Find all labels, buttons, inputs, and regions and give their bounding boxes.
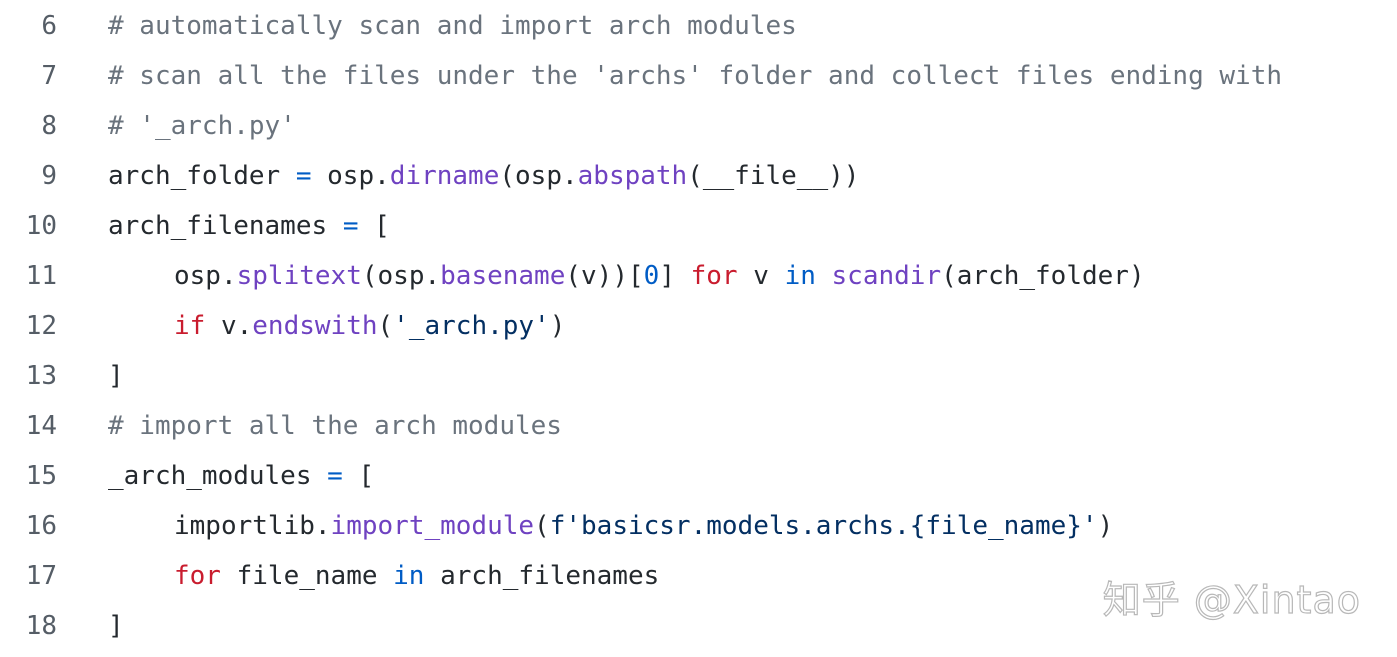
code-line: 6 # automatically scan and import arch mo… bbox=[0, 1, 1397, 51]
code-token: ] bbox=[108, 611, 124, 641]
code-token: # scan all the files under the 'archs' f… bbox=[108, 61, 1282, 91]
line-number: 12 bbox=[25, 311, 57, 341]
line-code: # import all the arch modules bbox=[108, 401, 562, 451]
line-number: 16 bbox=[25, 511, 57, 541]
line-code: # '_arch.py' bbox=[108, 101, 296, 151]
code-line: 10 arch_filenames = [ bbox=[0, 201, 1397, 251]
code-token: ] bbox=[659, 261, 691, 291]
code-token: = bbox=[342, 211, 359, 241]
code-token: ) bbox=[1097, 511, 1114, 541]
code-token: _arch_modules bbox=[108, 461, 328, 491]
code-token bbox=[816, 261, 832, 291]
line-code: _arch_modules = [ bbox=[108, 451, 374, 501]
line-number: 6 bbox=[41, 11, 57, 41]
code-token: # '_arch.py' bbox=[108, 111, 296, 141]
line-code: if v.endswith('_arch.py') bbox=[174, 301, 565, 351]
code-line: 18] bbox=[0, 601, 1397, 651]
line-number: 8 bbox=[41, 111, 57, 141]
line-code: osp.splitext(osp.basename(v))[0] for v i… bbox=[174, 251, 1145, 301]
code-token: for bbox=[690, 261, 738, 291]
code-token: (__file__)) bbox=[687, 161, 860, 191]
line-code: # automatically scan and import arch mod… bbox=[108, 1, 797, 51]
line-code: # scan all the files under the 'archs' f… bbox=[108, 51, 1282, 101]
code-token: dirname bbox=[389, 161, 500, 191]
code-token: file_name bbox=[220, 561, 394, 591]
code-line: 8 # '_arch.py' bbox=[0, 101, 1397, 151]
code-line: 11 osp.splitext(osp.basename(v))[0] for v… bbox=[0, 251, 1397, 301]
code-token: = bbox=[327, 461, 343, 491]
line-number: 13 bbox=[25, 361, 57, 391]
code-token: # import all the arch modules bbox=[108, 411, 562, 441]
code-line: 15 _arch_modules = [ bbox=[0, 451, 1397, 501]
line-code: arch_filenames = [ bbox=[108, 201, 390, 251]
line-code: arch_folder = osp.dirname(osp.abspath(__… bbox=[108, 151, 859, 201]
watermark: 知乎 @Xintao bbox=[1102, 577, 1361, 622]
line-code: for file_name in arch_filenames bbox=[174, 551, 659, 601]
code-line: 12 if v.endswith('_arch.py') bbox=[0, 301, 1397, 351]
code-token: ] bbox=[108, 361, 124, 391]
line-number: 14 bbox=[25, 411, 57, 441]
code-token: (v))[ bbox=[565, 261, 644, 291]
code-token: f'basicsr.models.archs.{file_name}' bbox=[549, 511, 1098, 541]
code-token: arch_folder bbox=[108, 161, 296, 191]
code-token: arch_filenames bbox=[424, 561, 660, 591]
code-token: scandir bbox=[831, 261, 942, 291]
code-token: v. bbox=[205, 311, 253, 341]
code-token: import_module bbox=[330, 511, 535, 541]
line-number: 7 bbox=[41, 61, 57, 91]
code-token: [ bbox=[358, 211, 390, 241]
code-token: ( bbox=[534, 511, 550, 541]
code-line: 16 importlib.import_module(f'basicsr.mode… bbox=[0, 501, 1397, 551]
code-line: 13] bbox=[0, 351, 1397, 401]
line-number: 9 bbox=[41, 161, 57, 191]
code-token: ( bbox=[377, 311, 394, 341]
code-token: osp. bbox=[311, 161, 390, 191]
code-token: 0 bbox=[643, 261, 660, 291]
code-line: 17 for file_name in arch_filenames bbox=[0, 551, 1397, 601]
code-token: importlib. bbox=[174, 511, 331, 541]
code-token: # automatically scan and import arch mod… bbox=[108, 11, 797, 41]
code-token: abspath bbox=[577, 161, 688, 191]
code-token: v bbox=[737, 261, 785, 291]
code-line: 14 # import all the arch modules bbox=[0, 401, 1397, 451]
line-number: 18 bbox=[25, 611, 57, 641]
code-line: 7 # scan all the files under the 'archs' … bbox=[0, 51, 1397, 101]
code-token: arch_filenames bbox=[108, 211, 343, 241]
line-code: ] bbox=[108, 601, 124, 651]
line-code: ] bbox=[108, 351, 124, 401]
line-number: 17 bbox=[25, 561, 57, 591]
code-token: = bbox=[295, 161, 312, 191]
code-token: osp. bbox=[174, 261, 237, 291]
line-number: 11 bbox=[25, 261, 57, 291]
code-token: in bbox=[784, 261, 816, 291]
code-token: ) bbox=[549, 311, 566, 341]
code-token: basename bbox=[440, 261, 566, 291]
code-token: (arch_folder) bbox=[941, 261, 1145, 291]
code-line: 9 arch_folder = osp.dirname(osp.abspath(_… bbox=[0, 151, 1397, 201]
code-token: endswith bbox=[252, 311, 378, 341]
code-token: splitext bbox=[236, 261, 362, 291]
code-token: [ bbox=[342, 461, 375, 491]
line-number: 10 bbox=[25, 211, 57, 241]
code-token: '_arch.py' bbox=[393, 311, 550, 341]
code-token: in bbox=[393, 561, 425, 591]
code-token: (osp. bbox=[361, 261, 441, 291]
line-code: importlib.import_module(f'basicsr.models… bbox=[174, 501, 1113, 551]
code-token: for bbox=[174, 561, 221, 591]
code-token: if bbox=[174, 311, 206, 341]
code-token: (osp. bbox=[499, 161, 578, 191]
line-number: 15 bbox=[25, 461, 57, 491]
